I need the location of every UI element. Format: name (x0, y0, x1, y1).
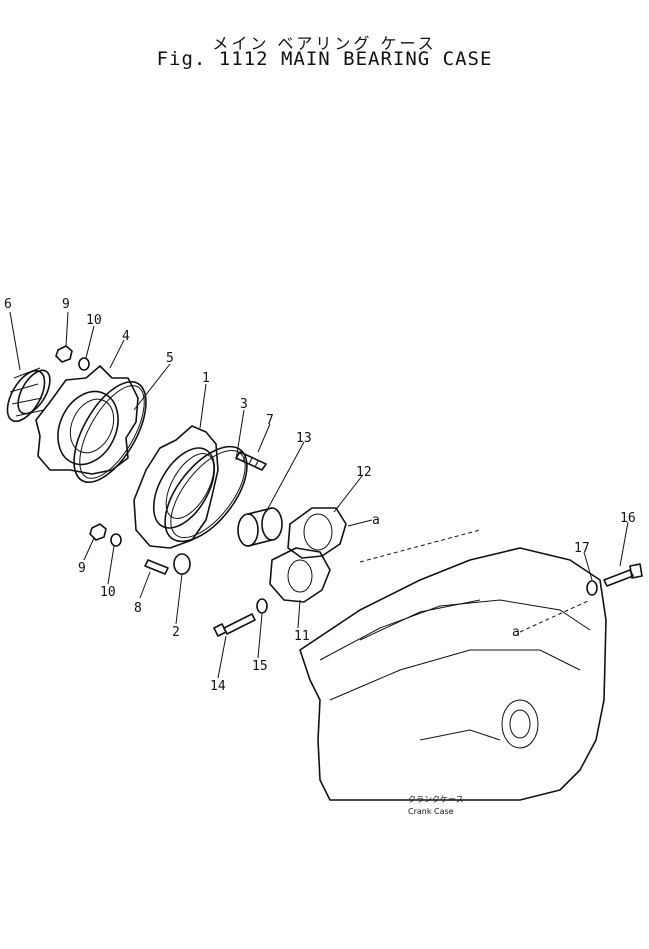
callout-6: 6 (4, 297, 12, 312)
crank-case-label-japanese: クランクケース (408, 795, 464, 804)
part-1-bearing-case (133, 425, 219, 549)
part-13-bushing (237, 507, 283, 547)
callout-9: 9 (62, 297, 70, 312)
callout-2: 2 (172, 625, 180, 640)
callout-a: a (372, 513, 380, 528)
part-17-washer (586, 580, 598, 596)
callout-10: 10 (86, 313, 102, 328)
part-14-bolt (213, 613, 256, 637)
part-10-washer-lower (110, 533, 122, 547)
part-15-washer (256, 598, 268, 614)
callout-10: 10 (100, 585, 116, 600)
part-5-o-ring (73, 380, 147, 484)
callout-7: 7 (266, 413, 274, 428)
part-6-seal (6, 367, 51, 423)
callout-11: 11 (294, 629, 310, 644)
part-2-o-ring (173, 553, 191, 575)
callout-17: 17 (574, 541, 590, 556)
callout-13: 13 (296, 431, 312, 446)
callout-12: 12 (356, 465, 372, 480)
part-11-bearing-lower (269, 547, 331, 603)
callout-8: 8 (134, 601, 142, 616)
figure-title-japanese: メイン ベアリング ケース (212, 34, 437, 53)
callout-14: 14 (210, 679, 226, 694)
callout-5: 5 (166, 351, 174, 366)
callout-3: 3 (240, 397, 248, 412)
crank-case (299, 529, 607, 801)
leader-lines (9, 311, 629, 679)
callout-4: 4 (122, 329, 130, 344)
part-4-cover (35, 365, 139, 475)
callout-15: 15 (252, 659, 268, 674)
part-12-bearing-upper (287, 507, 347, 559)
callout-9: 9 (78, 561, 86, 576)
part-16-bolt (603, 563, 643, 587)
callout-1: 1 (202, 371, 210, 386)
part-8-stud (144, 559, 169, 575)
part-7-stud (235, 451, 267, 471)
callout-a: a (512, 625, 520, 640)
part-9-nut-lower (89, 523, 107, 541)
part-10-washer-top (78, 357, 90, 371)
crank-case-label: Crank Case (408, 807, 454, 816)
figure-title: Fig. 1112 MAIN BEARING CASE (156, 48, 493, 70)
part-9-nut-top (55, 345, 73, 363)
callout-16: 16 (620, 511, 636, 526)
